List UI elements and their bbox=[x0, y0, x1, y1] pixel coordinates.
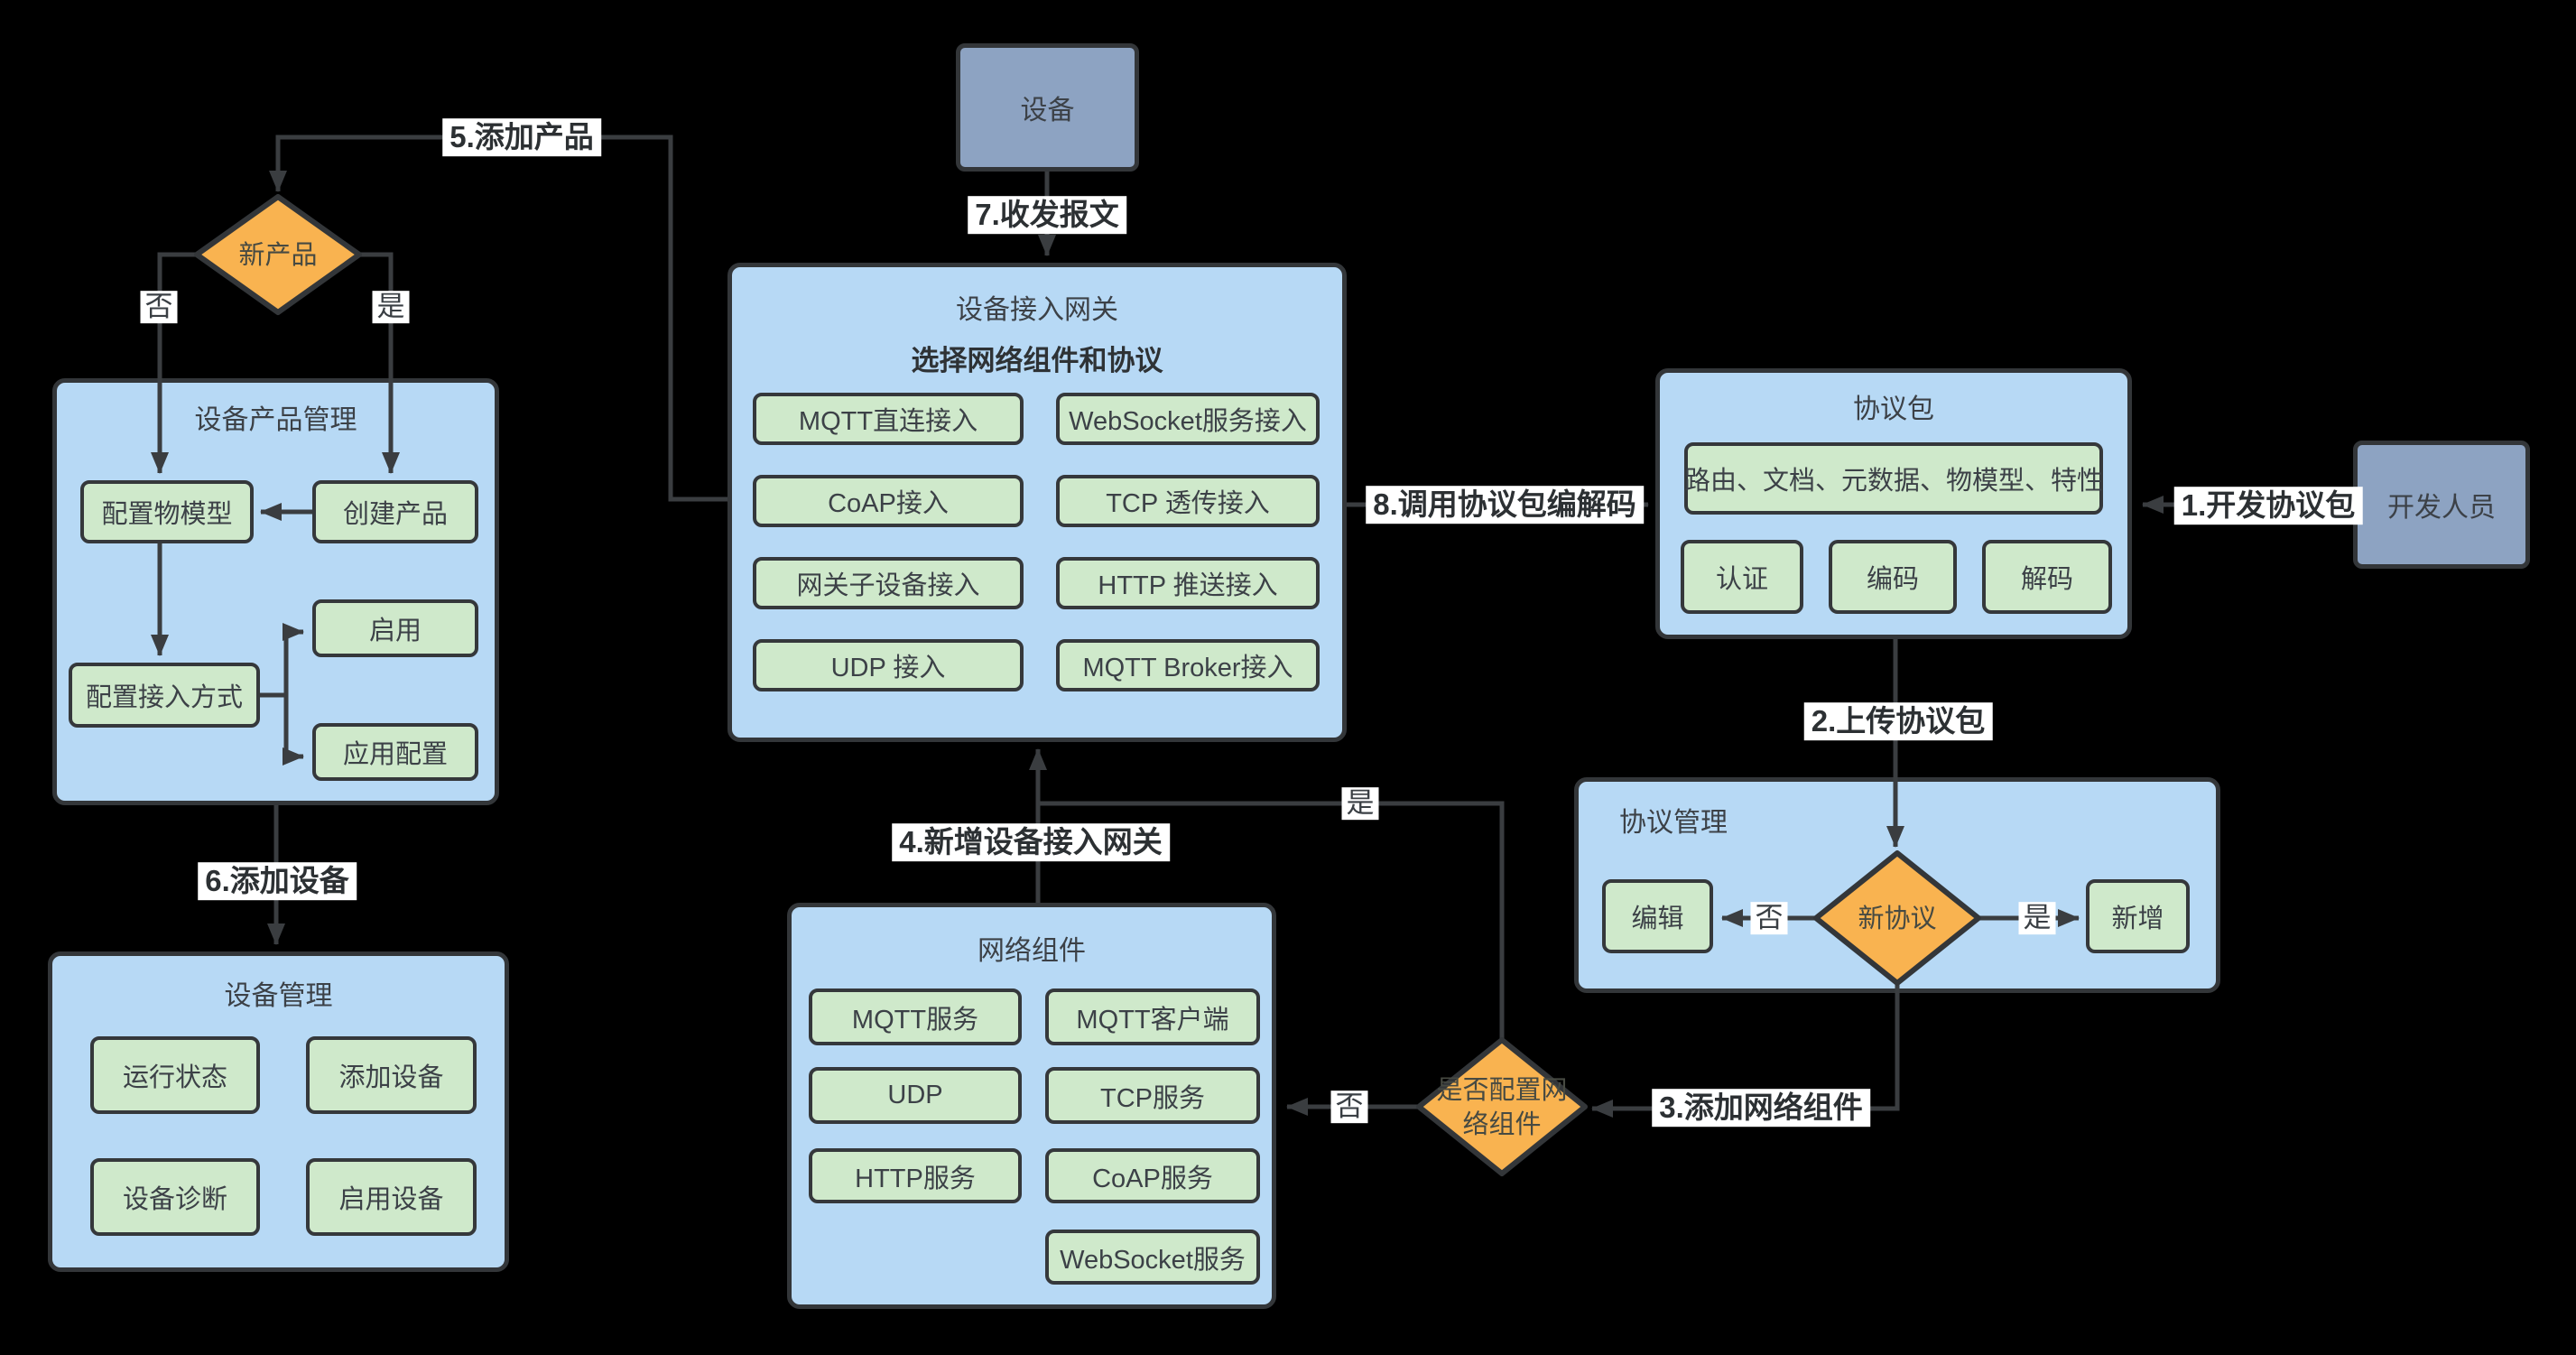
mqtt-broker-access-button: MQTT Broker接入 bbox=[1056, 639, 1320, 691]
edge-label-develop-protocol-package: 1.开发协议包 bbox=[2173, 487, 2363, 524]
gateway-subdevice-access-button: 网关子设备接入 bbox=[753, 557, 1024, 609]
new-product-no-label: 否 bbox=[140, 291, 178, 323]
edge-label-add-product: 5.添加产品 bbox=[442, 118, 601, 156]
config-network-no-label: 否 bbox=[1330, 1090, 1368, 1123]
gateway-title: 设备接入网关 bbox=[956, 295, 1118, 325]
udp-button: UDP bbox=[809, 1067, 1022, 1124]
developer-node-label: 开发人员 bbox=[2387, 493, 2496, 523]
device-diagnosis-button: 设备诊断 bbox=[90, 1158, 260, 1236]
config-network-diamond-label-line2: 络组件 bbox=[1462, 1109, 1542, 1139]
route-doc-metadata-model-feature-button: 路由、文档、元数据、物模型、特性 bbox=[1684, 442, 2103, 515]
protocol-edit-button: 编辑 bbox=[1602, 879, 1713, 953]
config-network-diamond-label-line1: 是否配置网 bbox=[1436, 1075, 1568, 1105]
http-push-access-button: HTTP 推送接入 bbox=[1056, 557, 1320, 609]
edge-label-add-device: 6.添加设备 bbox=[198, 862, 357, 900]
edge-label-upload-protocol-package: 2.上传协议包 bbox=[1803, 702, 1993, 740]
device-mgmt-title: 设备管理 bbox=[224, 981, 333, 1011]
udp-access-button: UDP 接入 bbox=[753, 639, 1024, 691]
http-service-button: HTTP服务 bbox=[809, 1148, 1022, 1203]
encode-button: 编码 bbox=[1829, 540, 1957, 614]
edge-label-add-network-component: 3.添加网络组件 bbox=[1652, 1089, 1870, 1127]
tcp-service-button: TCP服务 bbox=[1045, 1067, 1260, 1124]
protocol-package-title: 协议包 bbox=[1853, 394, 1934, 424]
developer-node: 开发人员 bbox=[2353, 441, 2530, 569]
device-node: 设备 bbox=[956, 43, 1139, 172]
config-network-yes-label: 是 bbox=[1341, 787, 1379, 820]
new-protocol-diamond-label: 新协议 bbox=[1858, 904, 1937, 933]
new-product-yes-label: 是 bbox=[372, 291, 410, 323]
running-status-button: 运行状态 bbox=[90, 1036, 260, 1114]
coap-service-button: CoAP服务 bbox=[1045, 1148, 1260, 1203]
enable-button: 启用 bbox=[312, 599, 478, 657]
edge-label-call-protocol-codec: 8.调用协议包编解码 bbox=[1366, 486, 1644, 524]
protocol-add-button: 新增 bbox=[2086, 879, 2190, 953]
create-product-button: 创建产品 bbox=[312, 480, 478, 543]
config-thing-model-button: 配置物模型 bbox=[80, 480, 254, 543]
new-protocol-yes-label: 是 bbox=[2018, 902, 2056, 934]
auth-button: 认证 bbox=[1681, 540, 1803, 614]
new-protocol-no-label: 否 bbox=[1750, 902, 1788, 934]
new-product-diamond-label: 新产品 bbox=[238, 240, 318, 270]
coap-access-button: CoAP接入 bbox=[753, 475, 1024, 527]
protocol-mgmt-title: 协议管理 bbox=[1619, 808, 1728, 838]
gateway-subtitle: 选择网络组件和协议 bbox=[911, 345, 1163, 376]
device-node-label: 设备 bbox=[1020, 96, 1075, 125]
websocket-service-access-button: WebSocket服务接入 bbox=[1056, 393, 1320, 445]
websocket-service-button: WebSocket服务 bbox=[1045, 1230, 1260, 1285]
edge-label-send-receive-packets: 7.收发报文 bbox=[968, 196, 1126, 234]
mqtt-service-button: MQTT服务 bbox=[809, 988, 1022, 1045]
tcp-passthrough-access-button: TCP 透传接入 bbox=[1056, 475, 1320, 527]
product-mgmt-title: 设备产品管理 bbox=[194, 405, 357, 435]
decode-button: 解码 bbox=[1982, 540, 2112, 614]
enable-device-button: 启用设备 bbox=[306, 1158, 477, 1236]
add-device-button: 添加设备 bbox=[306, 1036, 477, 1114]
mqtt-direct-access-button: MQTT直连接入 bbox=[753, 393, 1024, 445]
mqtt-client-button: MQTT客户端 bbox=[1045, 988, 1260, 1045]
network-components-title: 网络组件 bbox=[978, 936, 1086, 966]
config-access-mode-button: 配置接入方式 bbox=[69, 663, 260, 728]
edge-label-new-device-access-gateway: 4.新增设备接入网关 bbox=[892, 823, 1170, 861]
app-config-button: 应用配置 bbox=[312, 723, 478, 781]
